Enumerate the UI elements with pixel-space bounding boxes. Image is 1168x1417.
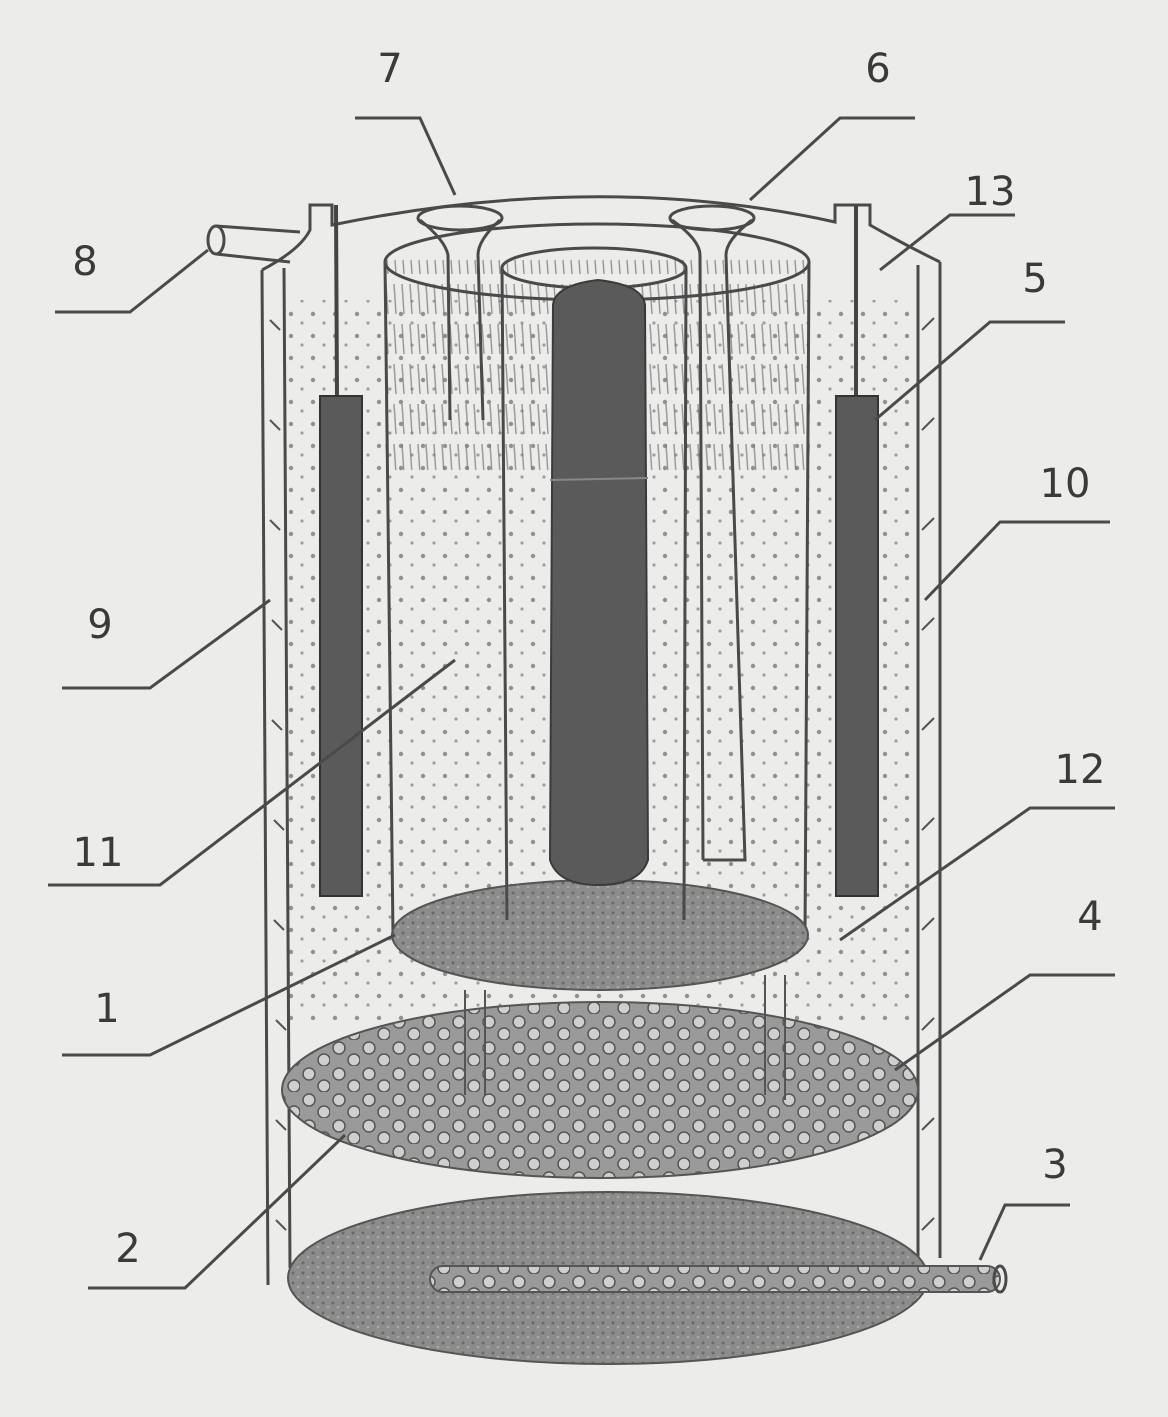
leader-lines [48, 116, 1115, 1290]
right-electrode [835, 205, 879, 897]
central-rod [548, 278, 650, 887]
label-4: 4 [1077, 894, 1102, 940]
label-1: 1 [94, 986, 119, 1032]
label-8: 8 [72, 239, 97, 285]
left-electrode [319, 204, 363, 897]
right-funnel [668, 204, 756, 862]
label-7: 7 [377, 46, 402, 92]
label-3: 3 [1042, 1142, 1067, 1188]
bottom-plate [287, 1191, 1008, 1365]
label-9: 9 [87, 602, 112, 648]
label-12: 12 [1055, 747, 1106, 793]
callout-labels: 7 6 13 8 5 10 9 12 11 4 1 3 2 [72, 46, 1105, 1272]
outer-vessel [260, 195, 942, 1286]
left-funnel [416, 204, 504, 421]
label-5: 5 [1022, 256, 1047, 302]
label-2: 2 [115, 1226, 140, 1272]
label-13: 13 [965, 169, 1016, 215]
label-6: 6 [865, 46, 890, 92]
label-10: 10 [1040, 461, 1091, 507]
label-11: 11 [73, 830, 124, 876]
distributor-plate [281, 975, 919, 1179]
gas-inlet-pipe [206, 224, 301, 264]
